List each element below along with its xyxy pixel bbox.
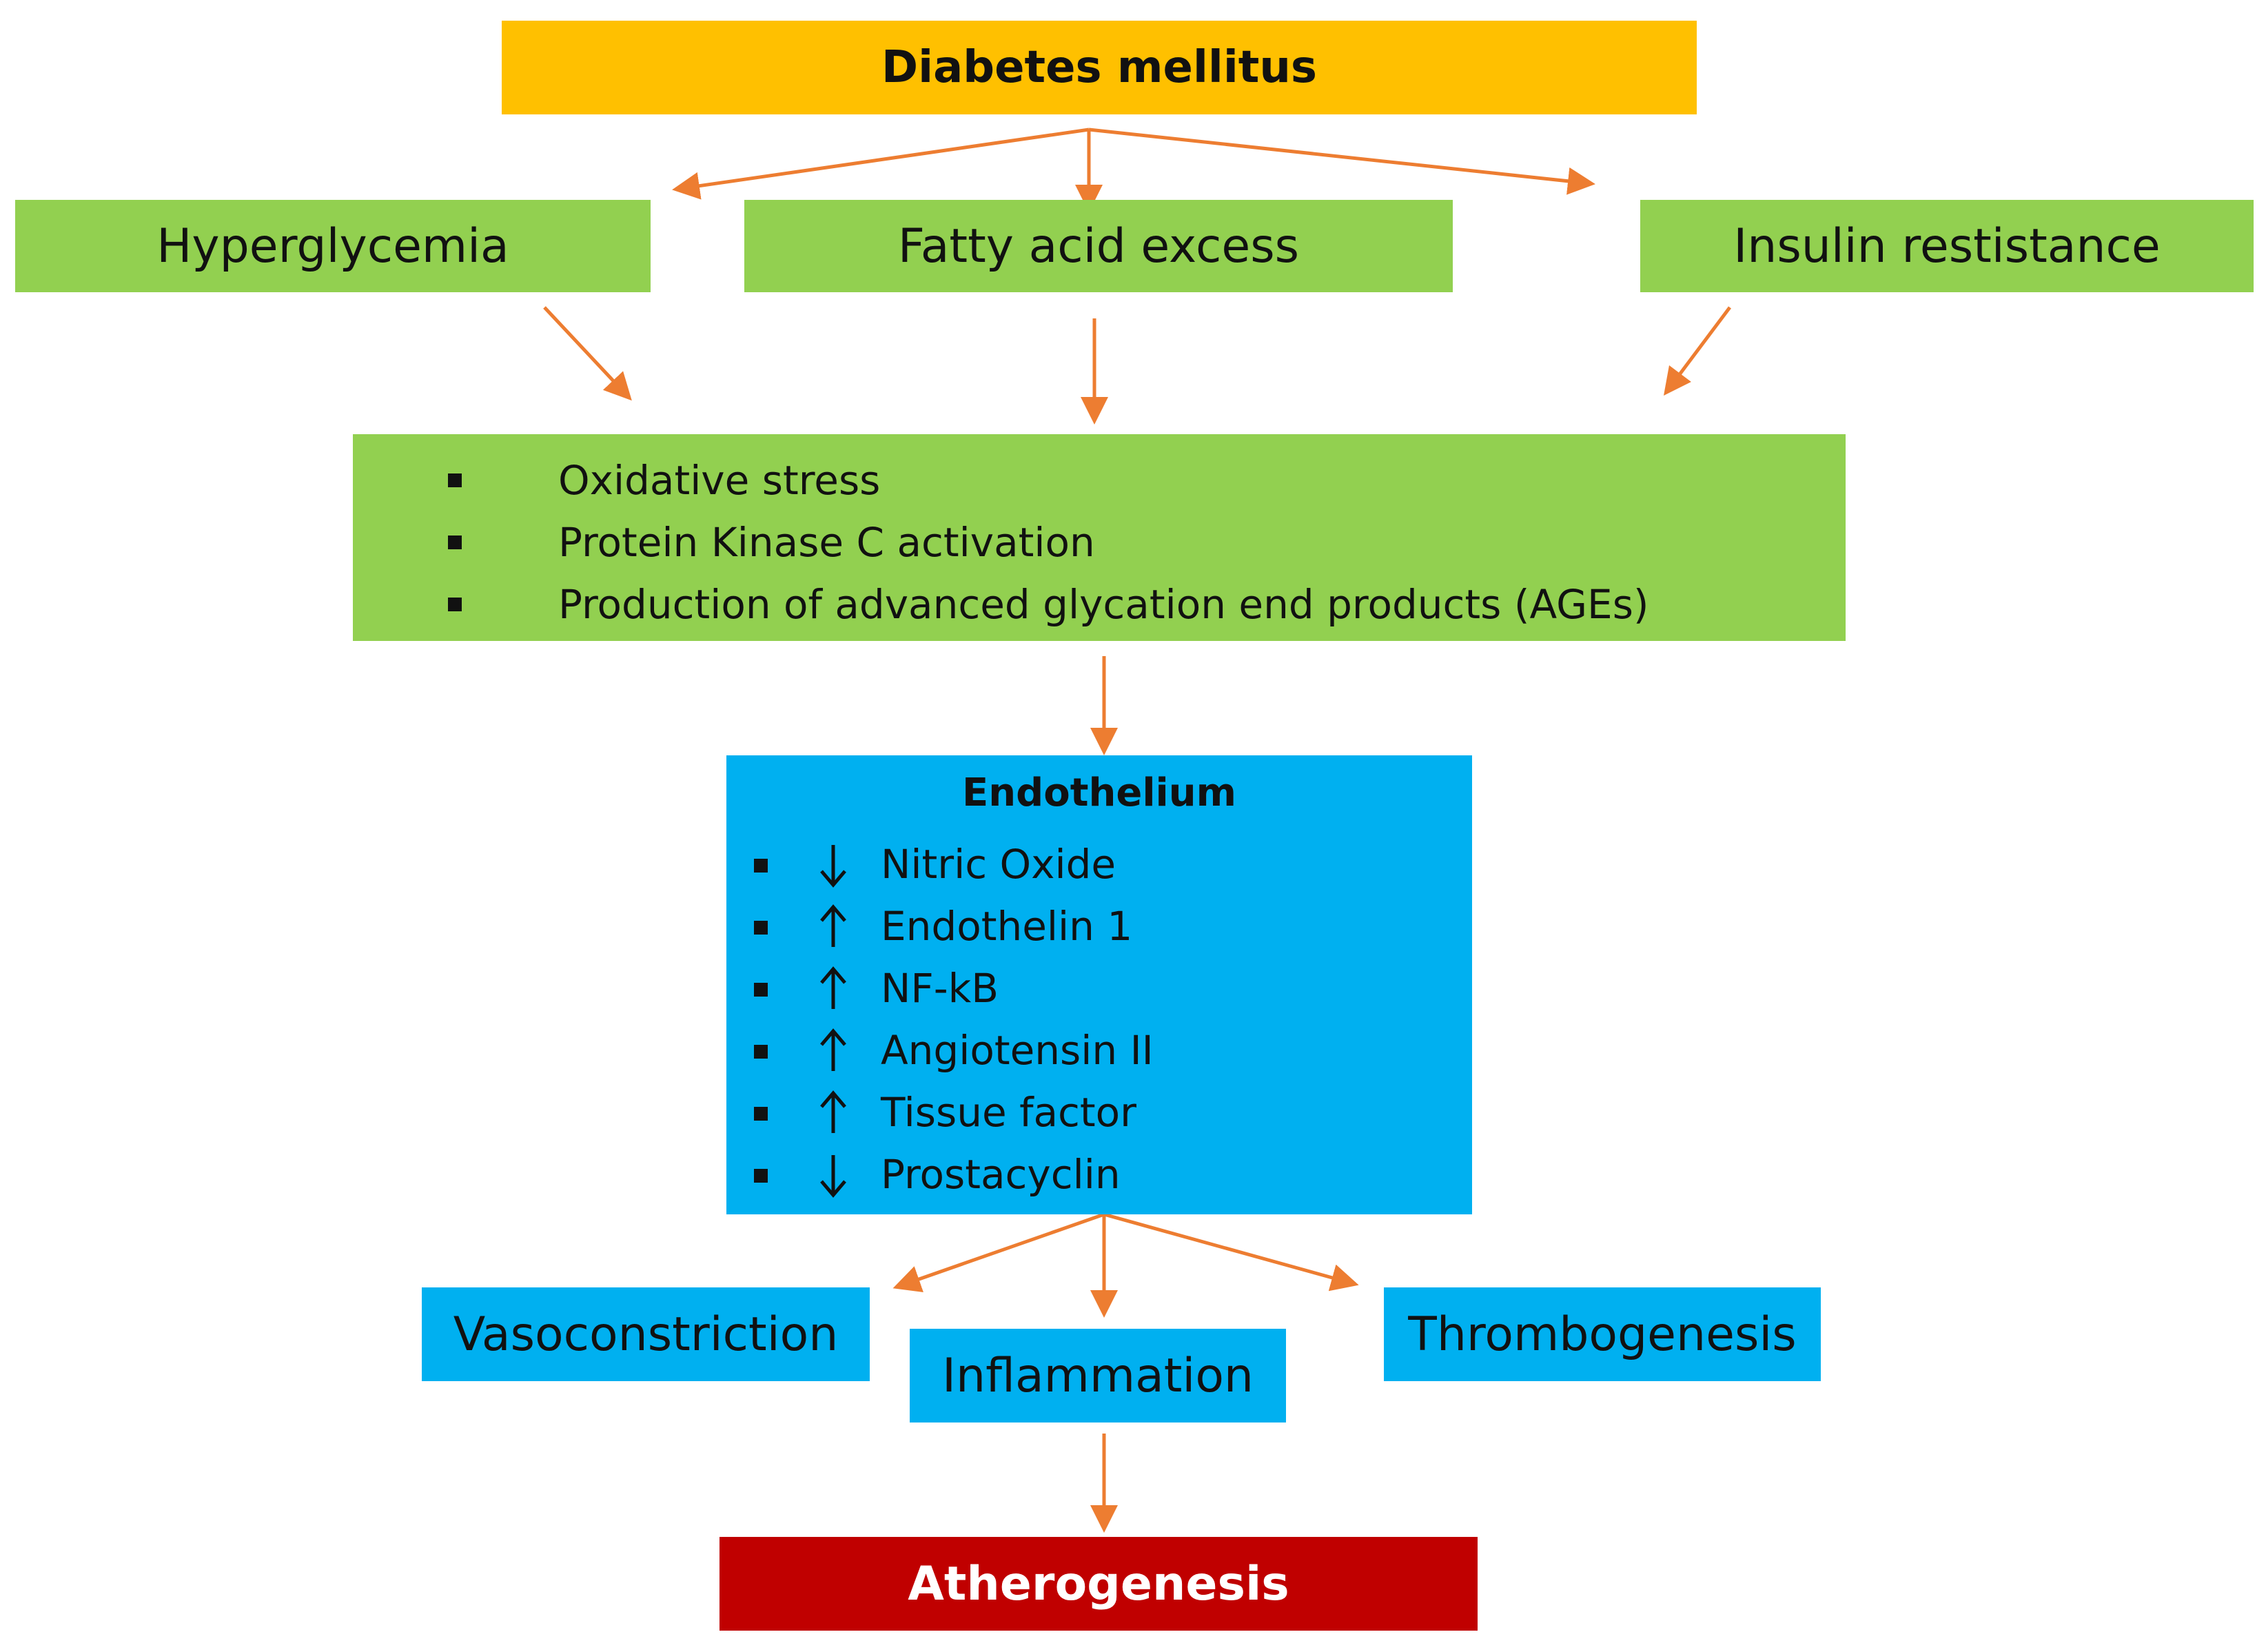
- atherogenesis-label: Atherogenesis: [908, 1556, 1289, 1611]
- arrow-down-icon: [820, 1155, 846, 1198]
- diabetes-mellitus-label: Diabetes mellitus: [881, 42, 1317, 93]
- square-bullet-icon: [448, 473, 462, 487]
- fatty-acid-excess-box: Fatty acid excess: [744, 200, 1453, 292]
- hyperglycemia-label: Hyperglycemia: [156, 218, 509, 274]
- square-bullet-icon: [754, 983, 768, 997]
- endothelium-item-label: Endothelin 1: [881, 903, 1133, 950]
- square-bullet-icon: [448, 598, 462, 611]
- arrow-up-icon: [820, 1090, 846, 1133]
- hyperglycemia-box: Hyperglycemia: [15, 200, 651, 292]
- arrow-dm-to-insulin: [1088, 128, 1595, 195]
- fatty-acid-excess-label: Fatty acid excess: [897, 218, 1300, 274]
- square-bullet-icon: [754, 859, 768, 873]
- inflammation-box: Inflammation: [910, 1329, 1286, 1422]
- square-bullet-icon: [754, 1045, 768, 1059]
- square-bullet-icon: [754, 1107, 768, 1121]
- endothelium-item-label: Angiotensin II: [881, 1027, 1154, 1074]
- arrow-insulin-to-mechanisms: [1664, 306, 1731, 396]
- mechanisms-box: Oxidative stress Protein Kinase C activa…: [353, 434, 1846, 641]
- arrow-down-icon: [820, 845, 846, 888]
- mechanism-label: Production of advanced glycation end pro…: [558, 581, 1649, 628]
- arrow-up-icon: [820, 966, 846, 1009]
- square-bullet-icon: [448, 536, 462, 549]
- mechanism-label: Protein Kinase C activation: [558, 519, 1095, 566]
- arrow-up-icon: [820, 1028, 846, 1071]
- thrombogenesis-label: Thrombogenesis: [1408, 1307, 1797, 1362]
- square-bullet-icon: [754, 1169, 768, 1183]
- diabetes-mellitus-box: Diabetes mellitus: [502, 21, 1697, 114]
- arrow-up-icon: [820, 904, 846, 947]
- endothelium-box: Endothelium Nitric Oxide Endothelin 1 NF…: [726, 755, 1472, 1214]
- arrow-dm-to-hyperglycemia: [672, 128, 1090, 200]
- insulin-resistance-box: Insulin restistance: [1640, 200, 2254, 292]
- square-bullet-icon: [754, 921, 768, 935]
- arrow-endothelium-to-thrombogenesis: [1103, 1212, 1359, 1292]
- endothelium-item-label: Tissue factor: [881, 1089, 1136, 1136]
- thrombogenesis-box: Thrombogenesis: [1384, 1287, 1821, 1381]
- endothelium-item-label: Prostacyclin: [881, 1151, 1121, 1198]
- endothelium-item-label: Nitric Oxide: [881, 841, 1116, 888]
- vasoconstriction-box: Vasoconstriction: [422, 1287, 870, 1381]
- inflammation-label: Inflammation: [941, 1348, 1254, 1403]
- mechanism-label: Oxidative stress: [558, 457, 881, 504]
- vasoconstriction-label: Vasoconstriction: [453, 1307, 839, 1362]
- arrow-endothelium-to-vasoconstriction: [892, 1212, 1105, 1292]
- endothelium-item-label: NF-kB: [881, 965, 999, 1012]
- atherogenesis-box: Atherogenesis: [719, 1537, 1478, 1631]
- endothelium-title: Endothelium: [962, 771, 1236, 815]
- arrow-hyperglycemia-to-mechanisms: [543, 306, 632, 401]
- insulin-resistance-label: Insulin restistance: [1733, 218, 2161, 274]
